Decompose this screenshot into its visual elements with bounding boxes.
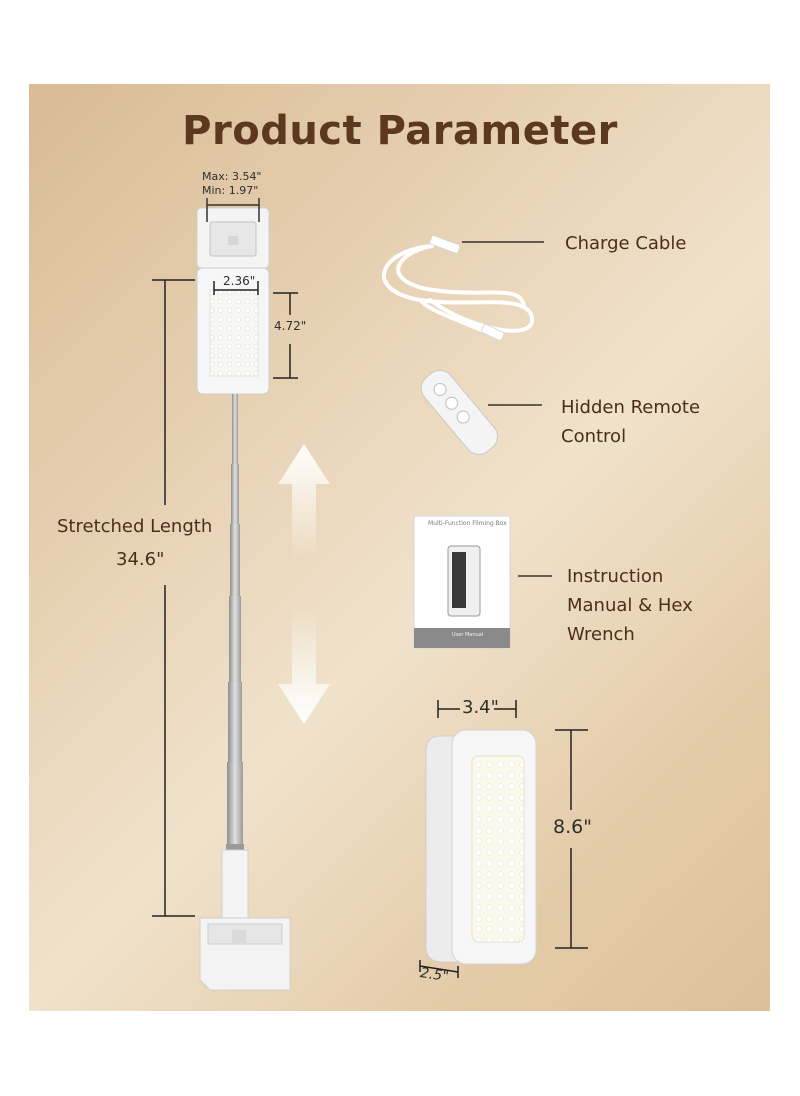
remote-label-line2: Control [561,426,627,447]
manual-label: Instruction Manual & Hex Wrench [567,562,693,649]
box-width-label: 3.4" [462,697,499,718]
manual-cover-footer: User Manual [452,632,484,638]
head-height-line [273,292,298,379]
background-panel [29,84,770,1011]
remote-label: Hidden Remote Control [561,393,700,451]
instruction-manual [413,515,511,649]
manual-label-line3: Wrench [567,624,635,645]
box-width-line [437,700,517,718]
clamp-dimension-line [206,198,260,222]
phone-clamp [196,207,270,269]
box-light [425,729,537,965]
head-width-label: 2.36" [222,274,257,288]
remote-control [420,369,498,455]
charge-cable [382,235,535,342]
manual-label-line1: Instruction [567,566,664,587]
manual-label-line2: Manual & Hex [567,595,693,616]
stretched-length-line [152,279,195,917]
head-height-label: 4.72" [274,319,307,333]
box-height-line [555,729,588,949]
clamp-range: Max: 3.54" Min: 1.97" [202,170,262,198]
extend-arrows [278,444,330,724]
stretched-length-value: 34.6" [116,549,165,570]
box-depth-line [419,960,459,978]
pole-base [199,917,291,991]
manual-cover-title: Multi-Function Filming Box [428,520,507,527]
charge-cable-label: Charge Cable [565,233,687,254]
box-height-label: 8.6" [553,816,592,838]
stretched-length-label: Stretched Length [57,516,213,537]
clamp-max-label: Max: 3.54" [202,170,262,183]
light-head [196,267,270,395]
telescopic-pole [221,394,249,921]
remote-label-line1: Hidden Remote [561,397,701,418]
clamp-min-label: Min: 1.97" [202,184,259,197]
page-title: Product Parameter [182,108,618,154]
head-width-line [213,281,259,295]
